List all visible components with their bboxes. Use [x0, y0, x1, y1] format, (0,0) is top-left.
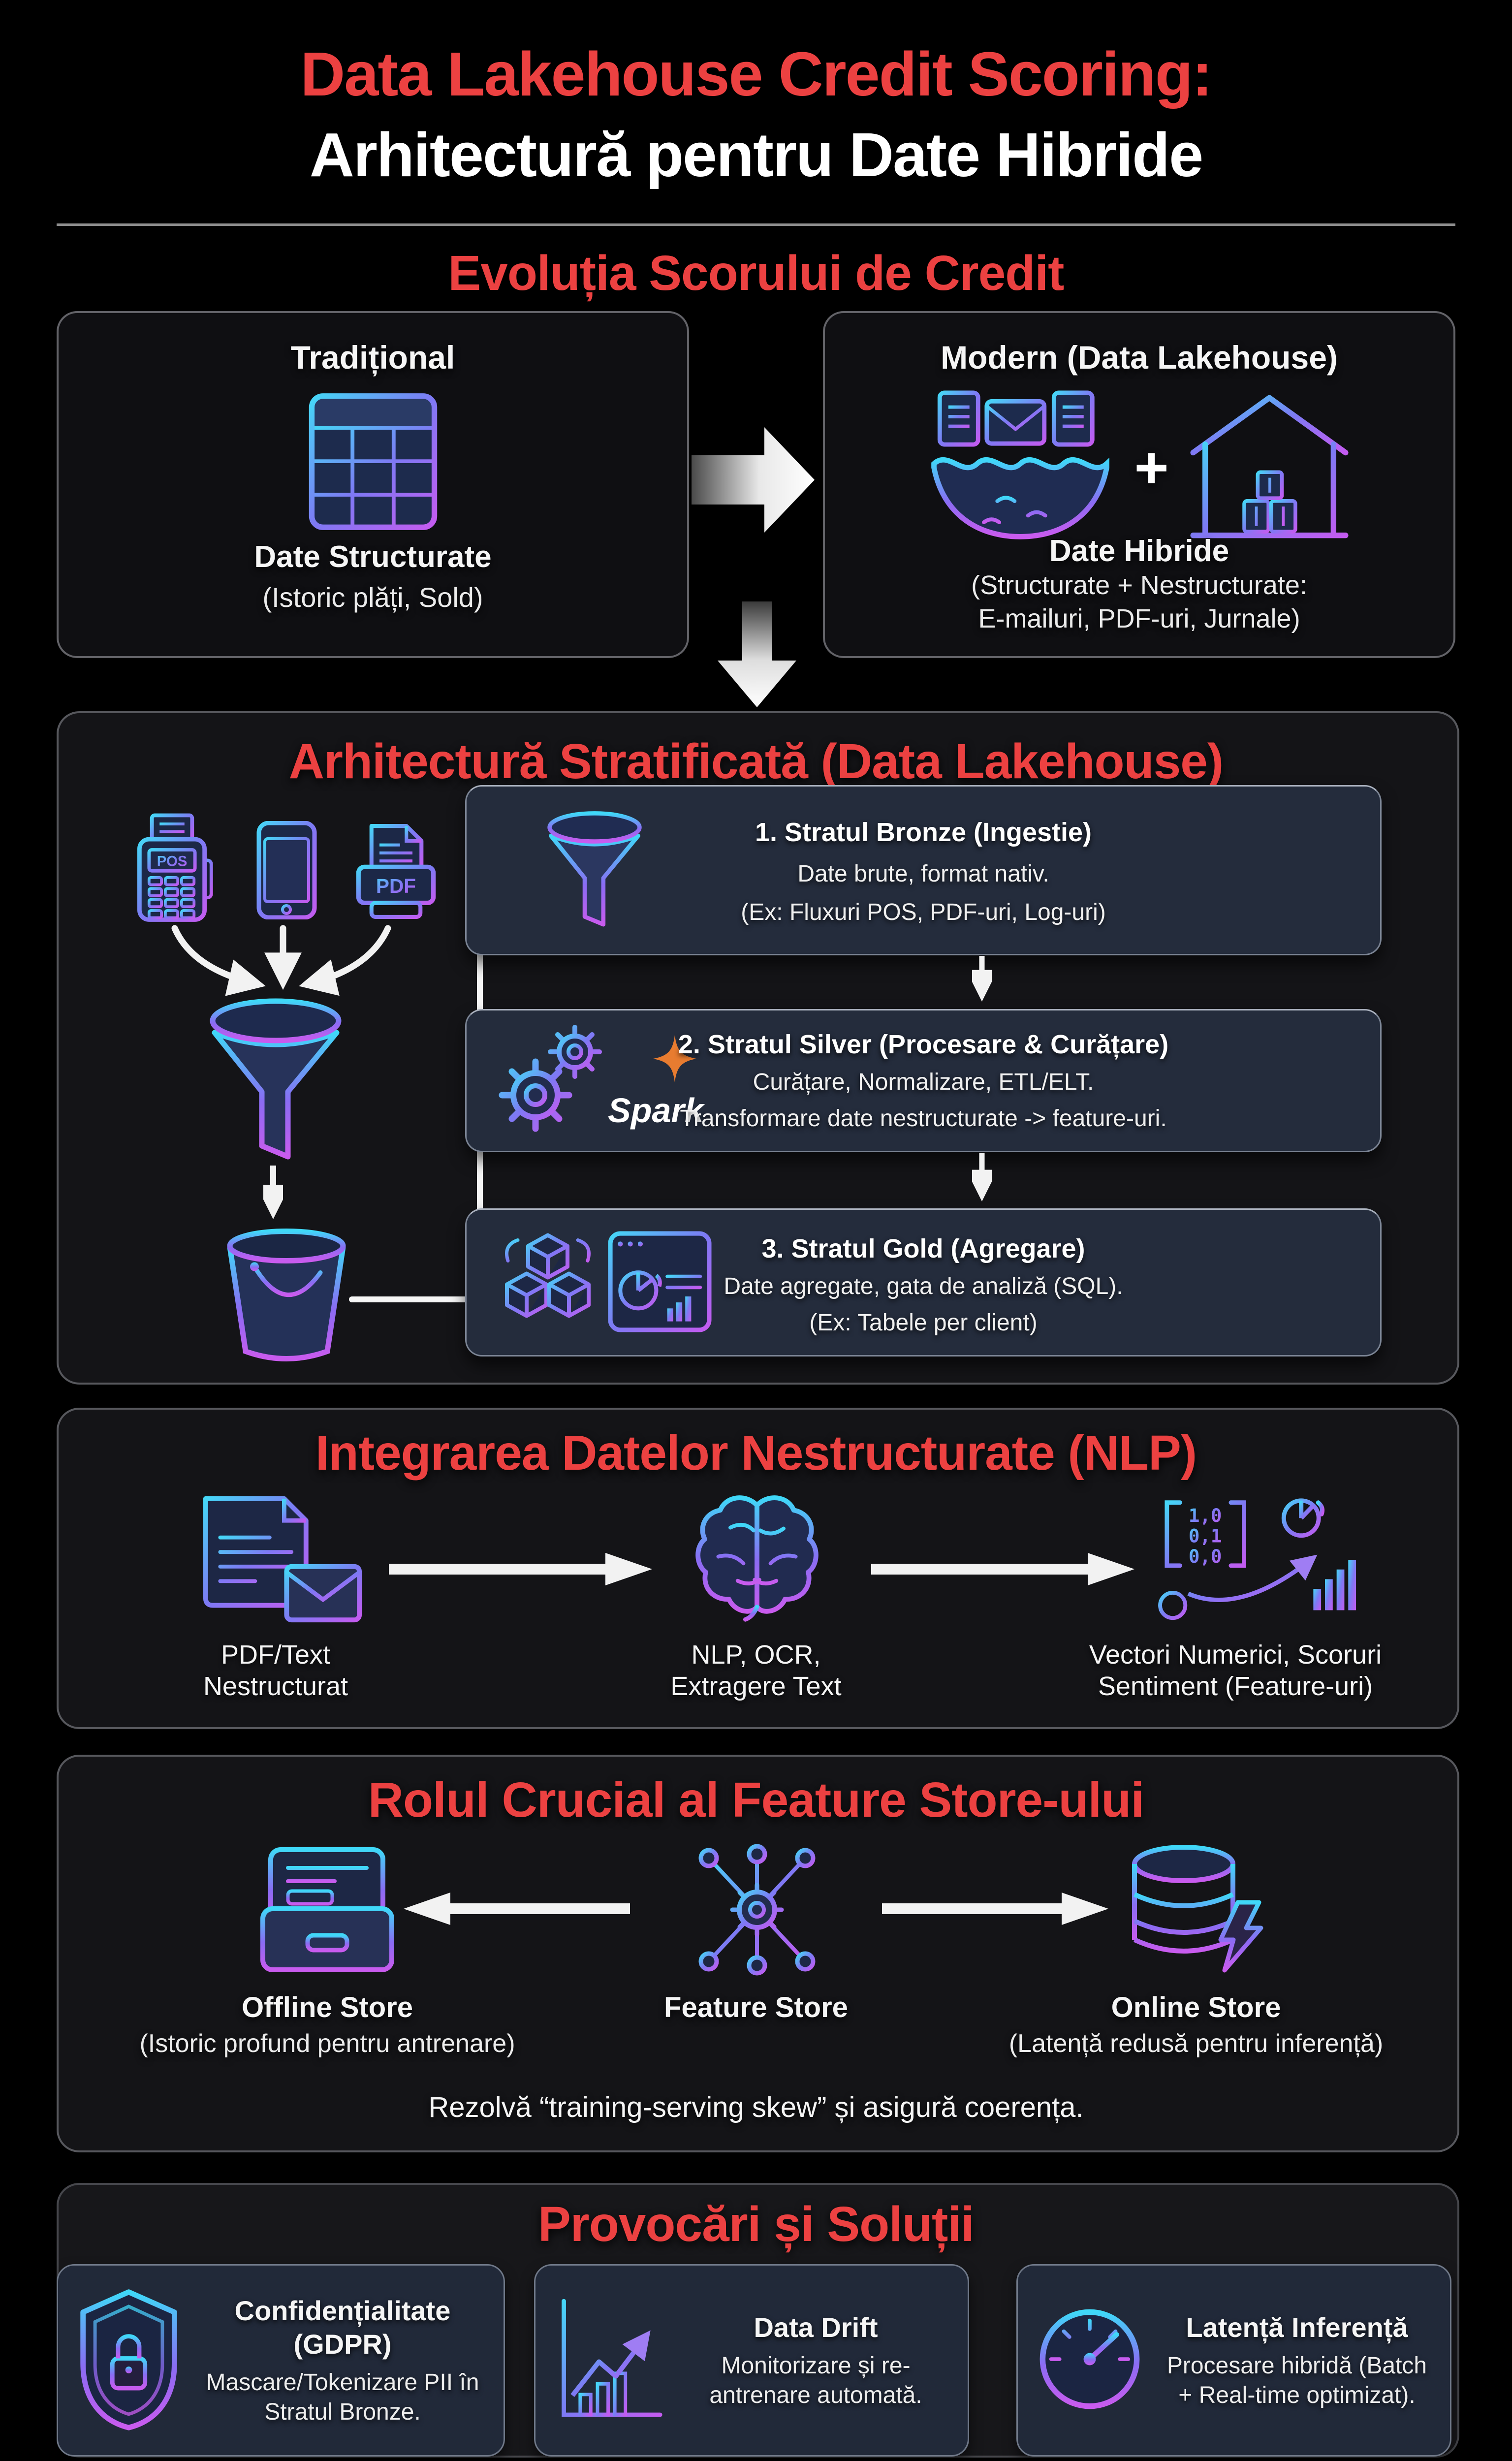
brain-icon — [683, 1489, 831, 1629]
gold-line1: Date agregate, gata de analiză (SQL). — [724, 1273, 1123, 1299]
speedometer-icon — [1036, 2302, 1144, 2420]
pdf-file-icon: PDF — [352, 823, 440, 923]
pos-terminal-icon: POS — [129, 812, 215, 925]
feature-arrow-right — [882, 1893, 1108, 1925]
gold-title: 3. Stratul Gold (Agregare) — [761, 1234, 1085, 1263]
archive-drawer-icon — [256, 1846, 399, 1976]
nlp-arrow-2 — [871, 1553, 1134, 1585]
shield-lock-icon — [76, 2287, 182, 2434]
nlp-header: Integrarea Datelor Nestructurate (NLP) — [315, 1425, 1197, 1481]
chart-up-icon — [553, 2294, 664, 2427]
warehouse-icon — [1186, 389, 1353, 545]
funnel-icon — [207, 998, 345, 1163]
offline-store-label: Offline Store — [241, 1991, 413, 2023]
modern-sub-line2: E-mailuri, PDF-uri, Jurnale) — [978, 604, 1300, 633]
traditional-sub: (Istoric plăți, Sold) — [262, 582, 483, 613]
feature-store-header: Rolul Crucial al Feature Store-ului — [368, 1772, 1144, 1828]
cubes-icon — [501, 1230, 595, 1335]
architecture-header: Arhitectură Stratificată (Data Lakehouse… — [288, 734, 1224, 789]
traditional-label: Date Structurate — [254, 540, 492, 574]
feature-store-label: Feature Store — [664, 1991, 848, 2023]
svg-text:1,0: 1,0 — [1189, 1505, 1222, 1526]
challenge-gdpr-body: Mascare/Tokenizare PII în Stratul Bronze… — [206, 2369, 479, 2425]
vectors-chart-icon: 1,0 0,1 0,0 — [1152, 1494, 1368, 1627]
modern-label: Date Hibride — [1049, 534, 1229, 568]
challenge-drift-title: Data Drift — [754, 2311, 878, 2343]
page-title-line1: Data Lakehouse Credit Scoring: — [300, 39, 1212, 109]
gold-layer-box: 3. Stratul Gold (Agregare) Date agregate… — [465, 1208, 1382, 1357]
silver-line1: Curățare, Normalizare, ETL/ELT. — [753, 1069, 1094, 1095]
database-bolt-icon — [1127, 1843, 1265, 1979]
offline-store-sub: (Istoric profund pentru antrenare) — [139, 2029, 515, 2058]
svg-text:PDF: PDF — [376, 875, 416, 897]
bronze-line2: (Ex: Fluxuri POS, PDF-uri, Log-uri) — [741, 899, 1106, 925]
svg-text:0,1: 0,1 — [1189, 1525, 1222, 1547]
bronze-layer-box: 1. Stratul Bronze (Ingestie) Date brute,… — [465, 785, 1382, 955]
converge-arrows — [171, 925, 391, 996]
modern-card: Modern (Data Lakehouse) + — [823, 311, 1455, 658]
nlp-step2-label: NLP, OCR,Extragere Text — [670, 1640, 842, 1701]
feature-arrow-left — [404, 1893, 630, 1925]
challenge-latency-title: Latență Inferență — [1186, 2311, 1408, 2343]
funnel-to-bucket-arrow — [263, 1166, 283, 1219]
block-arrow-right-icon — [692, 427, 815, 533]
challenges-header: Provocări și Soluții — [538, 2197, 975, 2252]
hub-network-icon — [683, 1843, 831, 1979]
dashboard-icon — [607, 1230, 713, 1335]
traditional-title: Tradițional — [290, 339, 455, 376]
page-title-line2: Arhitectură pentru Date Hibride — [309, 120, 1203, 189]
header-divider — [57, 223, 1455, 226]
svg-text:POS: POS — [157, 854, 188, 870]
lake-docs-icon — [925, 387, 1117, 548]
spark-logo: Spark — [608, 1091, 705, 1130]
modern-title: Modern (Data Lakehouse) — [941, 339, 1338, 376]
bronze-title: 1. Stratul Bronze (Ingestie) — [755, 818, 1092, 847]
challenge-gdpr-title: Confidențialitate (GDPR) — [234, 2295, 451, 2360]
table-icon — [59, 391, 687, 535]
evolution-header: Evoluția Scorului de Credit — [448, 246, 1065, 301]
bucket-icon — [224, 1227, 349, 1371]
bronze-to-silver-arrow — [972, 956, 992, 1002]
silver-line2: Transformare date nestructurate -> featu… — [680, 1105, 1167, 1132]
smartphone-icon — [256, 820, 317, 922]
doc-envelope-icon — [197, 1494, 367, 1627]
challenge-card-drift: Data Drift Monitorizare și re-antrenare … — [534, 2264, 969, 2457]
gold-line2: (Ex: Tabele per client) — [809, 1310, 1038, 1336]
online-store-label: Online Store — [1111, 1991, 1281, 2023]
nlp-arrow-1 — [389, 1553, 652, 1585]
plus-icon: + — [1134, 434, 1169, 501]
silver-title: 2. Stratul Silver (Procesare & Curățare) — [678, 1030, 1169, 1059]
online-store-sub: (Latență redusă pentru inferență) — [1008, 2029, 1384, 2058]
svg-text:0,0: 0,0 — [1189, 1546, 1222, 1567]
bronze-line1: Date brute, format nativ. — [797, 861, 1049, 887]
silver-to-gold-arrow — [972, 1153, 992, 1201]
gears-spark-icon: Spark — [494, 1021, 725, 1142]
modern-sub-line1: (Structurate + Nestructurate: — [971, 570, 1307, 600]
traditional-card: Tradițional Date Structurate (Istoric pl… — [57, 311, 689, 658]
challenge-card-gdpr: Confidențialitate (GDPR) Mascare/Tokeniz… — [57, 2264, 505, 2457]
challenge-card-latency: Latență Inferență Procesare hibridă (Bat… — [1016, 2264, 1451, 2457]
feature-store-note: Rezolvă “training-serving skew” și asigu… — [428, 2091, 1084, 2123]
silver-layer-box: Spark 2. Stratul Silver (Procesare & Cur… — [465, 1009, 1382, 1152]
challenge-drift-body: Monitorizare și re-antrenare automată. — [709, 2352, 922, 2408]
block-arrow-down-icon — [718, 601, 796, 707]
challenge-latency-body: Procesare hibridă (Batch + Real-time opt… — [1166, 2352, 1427, 2408]
funnel-small-icon — [545, 811, 644, 930]
